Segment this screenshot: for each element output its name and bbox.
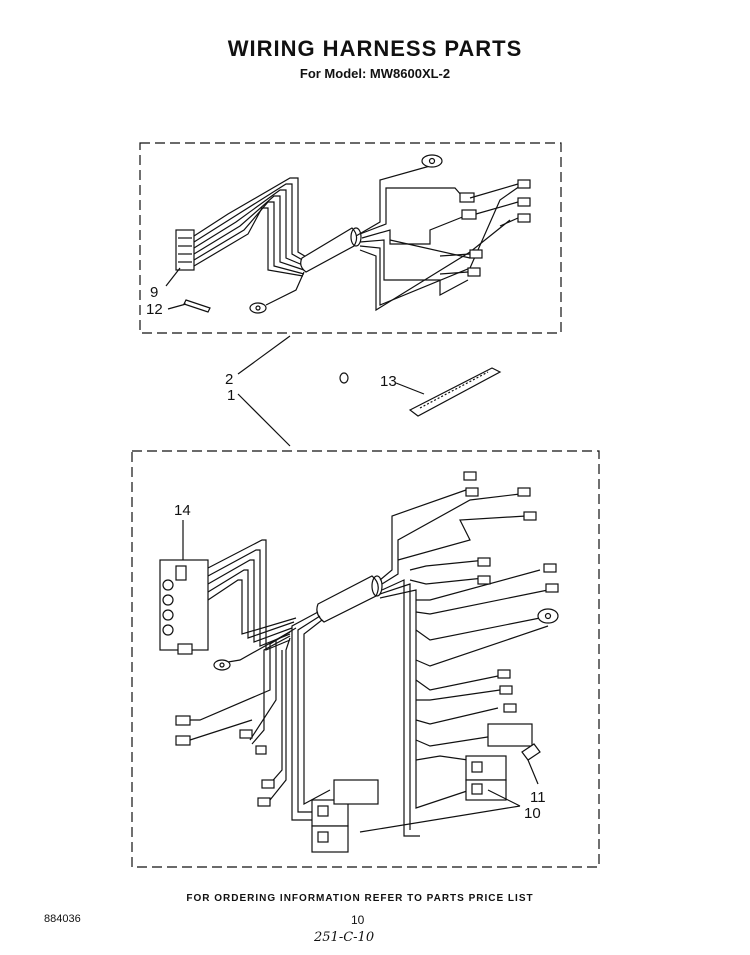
ordering-note: FOR ORDERING INFORMATION REFER TO PARTS … bbox=[186, 893, 534, 904]
callout-9: 9 bbox=[150, 284, 158, 301]
page-number: 10 bbox=[351, 913, 365, 927]
callout-1: 1 bbox=[227, 387, 235, 404]
leader-2 bbox=[237, 335, 291, 375]
model-subtitle: For Model: MW8600XL-2 bbox=[299, 66, 451, 81]
lower-harness-assembly bbox=[159, 471, 559, 853]
leader-12 bbox=[167, 303, 187, 310]
callout-13: 13 bbox=[380, 373, 397, 390]
upper-harness-assembly bbox=[175, 154, 531, 314]
leader-13 bbox=[395, 382, 425, 395]
part-13-tie-strap bbox=[408, 367, 502, 417]
lower-harness-frame bbox=[131, 450, 600, 868]
callout-12: 12 bbox=[146, 301, 163, 318]
callout-14: 14 bbox=[174, 502, 191, 519]
callout-2: 2 bbox=[225, 371, 233, 388]
callout-11: 11 bbox=[530, 789, 546, 806]
leader-9 bbox=[165, 267, 181, 287]
handwritten-note: 251-C-10 bbox=[314, 930, 375, 945]
grommet bbox=[339, 372, 349, 384]
document-number: 884036 bbox=[44, 913, 81, 925]
callout-10: 10 bbox=[524, 805, 541, 822]
page-title: WIRING HARNESS PARTS bbox=[227, 36, 523, 61]
part-12-clip bbox=[183, 299, 211, 313]
leader-1 bbox=[237, 393, 291, 447]
leader-10 bbox=[359, 789, 521, 833]
upper-harness-frame bbox=[139, 142, 562, 334]
leader-11 bbox=[527, 759, 539, 785]
